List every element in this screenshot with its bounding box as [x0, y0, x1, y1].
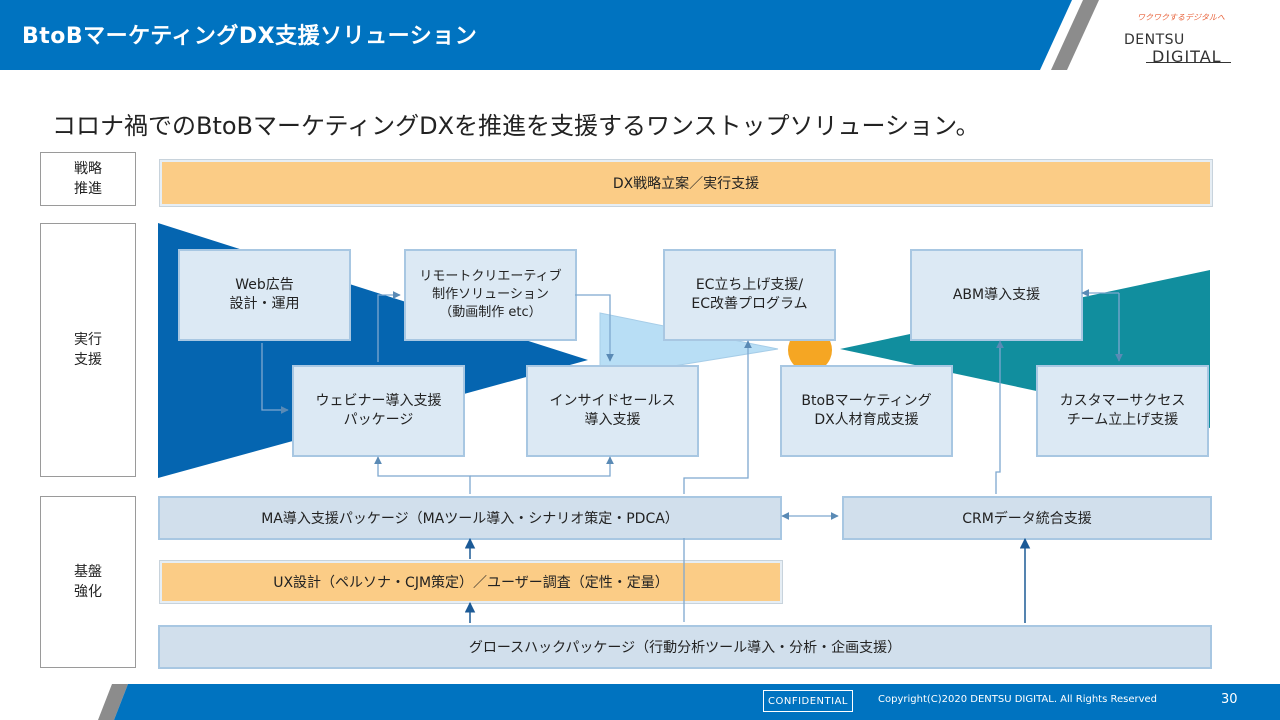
header-bar: [0, 0, 1099, 70]
arrow-crm-to-abm: [995, 340, 1004, 494]
box-webinar: ウェビナー導入支援 パッケージ: [292, 365, 465, 457]
arrow-foundation-to-insidesales: [470, 456, 614, 477]
layer-label-strategy: 戦略 推進: [40, 152, 136, 206]
logo-text-digital: DIGITAL: [1152, 47, 1222, 66]
logo-text-dentsu: DENTSU: [1124, 32, 1185, 48]
layer-label-execution: 実行 支援: [40, 223, 136, 477]
box-inside-sales: インサイドセールス 導入支援: [526, 365, 699, 457]
logo-underline: [1146, 62, 1231, 63]
bar-crm: CRMデータ統合支援: [842, 496, 1212, 540]
bar-ma-package: MA導入支援パッケージ（MAツール導入・シナリオ策定・PDCA）: [158, 496, 782, 540]
arrow-webads-to-webinar: [261, 343, 289, 414]
layer-label-foundation: 基盤 強化: [40, 496, 136, 668]
arrow-remote-to-insidesales: [575, 294, 614, 362]
footer-copyright: Copyright(C)2020 DENTSU DIGITAL. All Rig…: [878, 694, 1158, 705]
arrow-webinar-to-remote: [377, 291, 401, 362]
bar-growth-hack: グロースハックパッケージ（行動分析ツール導入・分析・企画支援）: [158, 625, 1212, 669]
page-header-title: BtoBマーケティングDX支援ソリューション: [22, 24, 478, 49]
box-customer-success: カスタマーサクセス チーム立上げ支援: [1036, 365, 1209, 457]
page-number: 30: [1221, 692, 1238, 707]
arrow-foundation-to-webinar: [374, 456, 471, 494]
strategy-bar: DX戦略立案／実行支援: [160, 160, 1212, 206]
box-web-ads: Web広告 設計・運用: [178, 249, 351, 341]
box-ec-support: EC立ち上げ支援/ EC改善プログラム: [663, 249, 836, 341]
bar-ux-research: UX設計（ペルソナ・CJM策定）／ユーザー調査（定性・定量）: [160, 561, 782, 603]
confidential-badge: CONFIDENTIAL: [763, 690, 853, 712]
footer-bar: [0, 684, 1280, 720]
arrow-foundation-to-ec: [683, 340, 752, 494]
box-talent-development: BtoBマーケティング DX人材育成支援: [780, 365, 953, 457]
box-remote-creative: リモートクリエーティブ 制作ソリューション （動画制作 etc）: [404, 249, 577, 341]
box-abm: ABM導入支援: [910, 249, 1083, 341]
logo-tagline: ワクワクするデジタルへ: [1137, 13, 1225, 22]
page-subtitle: コロナ禍でのBtoBマーケティングDXを推進を支援するワンストップソリューション…: [52, 112, 980, 140]
